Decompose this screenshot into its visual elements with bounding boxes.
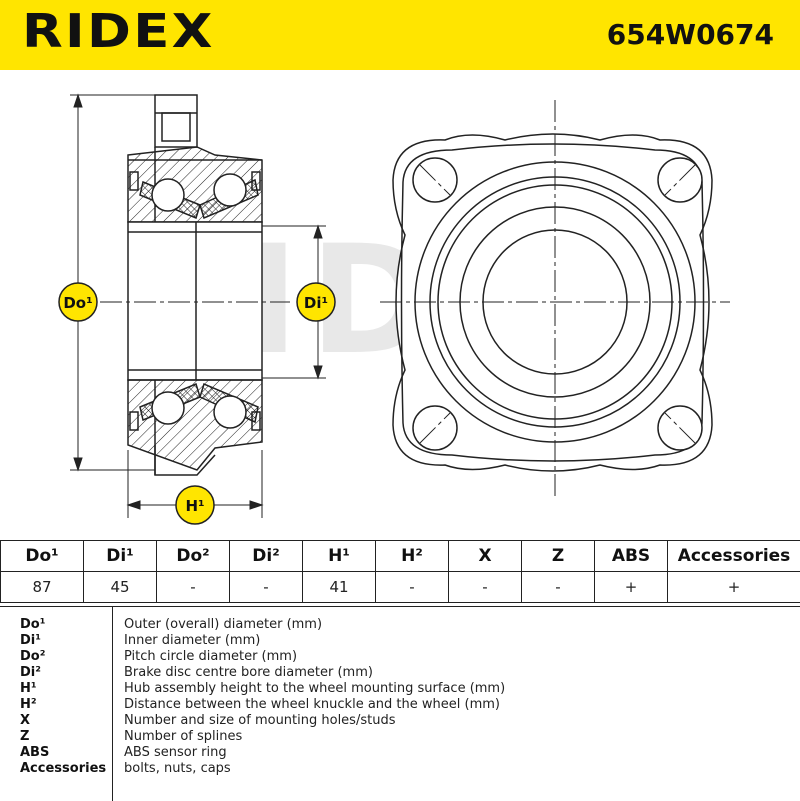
- value-accessories: +: [668, 572, 800, 603]
- value-di2: -: [230, 572, 303, 603]
- value-do2: -: [157, 572, 230, 603]
- legend-item: Z Number of splines: [0, 729, 800, 745]
- legend-item: Accessories bolts, nuts, caps: [0, 761, 800, 777]
- col-header-di1: Di¹: [84, 541, 157, 572]
- legend-item: Di¹ Inner diameter (mm): [0, 633, 800, 649]
- legend-item: H¹ Hub assembly height to the wheel moun…: [0, 681, 800, 697]
- col-header-accessories: Accessories: [668, 541, 800, 572]
- spec-value-row: 87 45 - - 41 - - - + +: [1, 572, 800, 603]
- value-abs: +: [595, 572, 668, 603]
- value-z: -: [522, 572, 595, 603]
- di-label-badge: Di¹: [297, 283, 335, 321]
- svg-text:H¹: H¹: [185, 497, 204, 515]
- legend-item: Di² Brake disc centre bore diameter (mm): [0, 665, 800, 681]
- spec-header-row: Do¹ Di¹ Do² Di² H¹ H² X Z ABS Accessorie…: [1, 541, 800, 572]
- legend-item: H² Distance between the wheel knuckle an…: [0, 697, 800, 713]
- legend-item: Do² Pitch circle diameter (mm): [0, 649, 800, 665]
- h-label-badge: H¹: [176, 486, 214, 524]
- value-do1: 87: [1, 572, 84, 603]
- col-header-h2: H²: [376, 541, 449, 572]
- svg-text:Di¹: Di¹: [304, 294, 328, 312]
- value-h2: -: [376, 572, 449, 603]
- part-number: 654W0674: [607, 18, 774, 51]
- value-di1: 45: [84, 572, 157, 603]
- header-bar: RIDEX 654W0674: [0, 0, 800, 70]
- col-header-abs: ABS: [595, 541, 668, 572]
- value-x: -: [449, 572, 522, 603]
- technical-drawing: RIDEX: [0, 70, 800, 540]
- col-header-x: X: [449, 541, 522, 572]
- side-section-view: [128, 95, 262, 475]
- spec-table: Do¹ Di¹ Do² Di² H¹ H² X Z ABS Accessorie…: [0, 540, 800, 603]
- legend-item: Do¹ Outer (overall) diameter (mm): [0, 617, 800, 633]
- col-header-do2: Do²: [157, 541, 230, 572]
- brand-logo: RIDEX: [22, 4, 215, 58]
- col-header-h1: H¹: [303, 541, 376, 572]
- col-header-di2: Di²: [230, 541, 303, 572]
- legend-item: ABS ABS sensor ring: [0, 745, 800, 761]
- do-label-badge: Do¹: [59, 283, 97, 321]
- svg-text:Do¹: Do¹: [63, 294, 92, 312]
- legend: Do¹ Outer (overall) diameter (mm) Di¹ In…: [0, 606, 800, 801]
- value-h1: 41: [303, 572, 376, 603]
- col-header-do1: Do¹: [1, 541, 84, 572]
- legend-item: X Number and size of mounting holes/stud…: [0, 713, 800, 729]
- col-header-z: Z: [522, 541, 595, 572]
